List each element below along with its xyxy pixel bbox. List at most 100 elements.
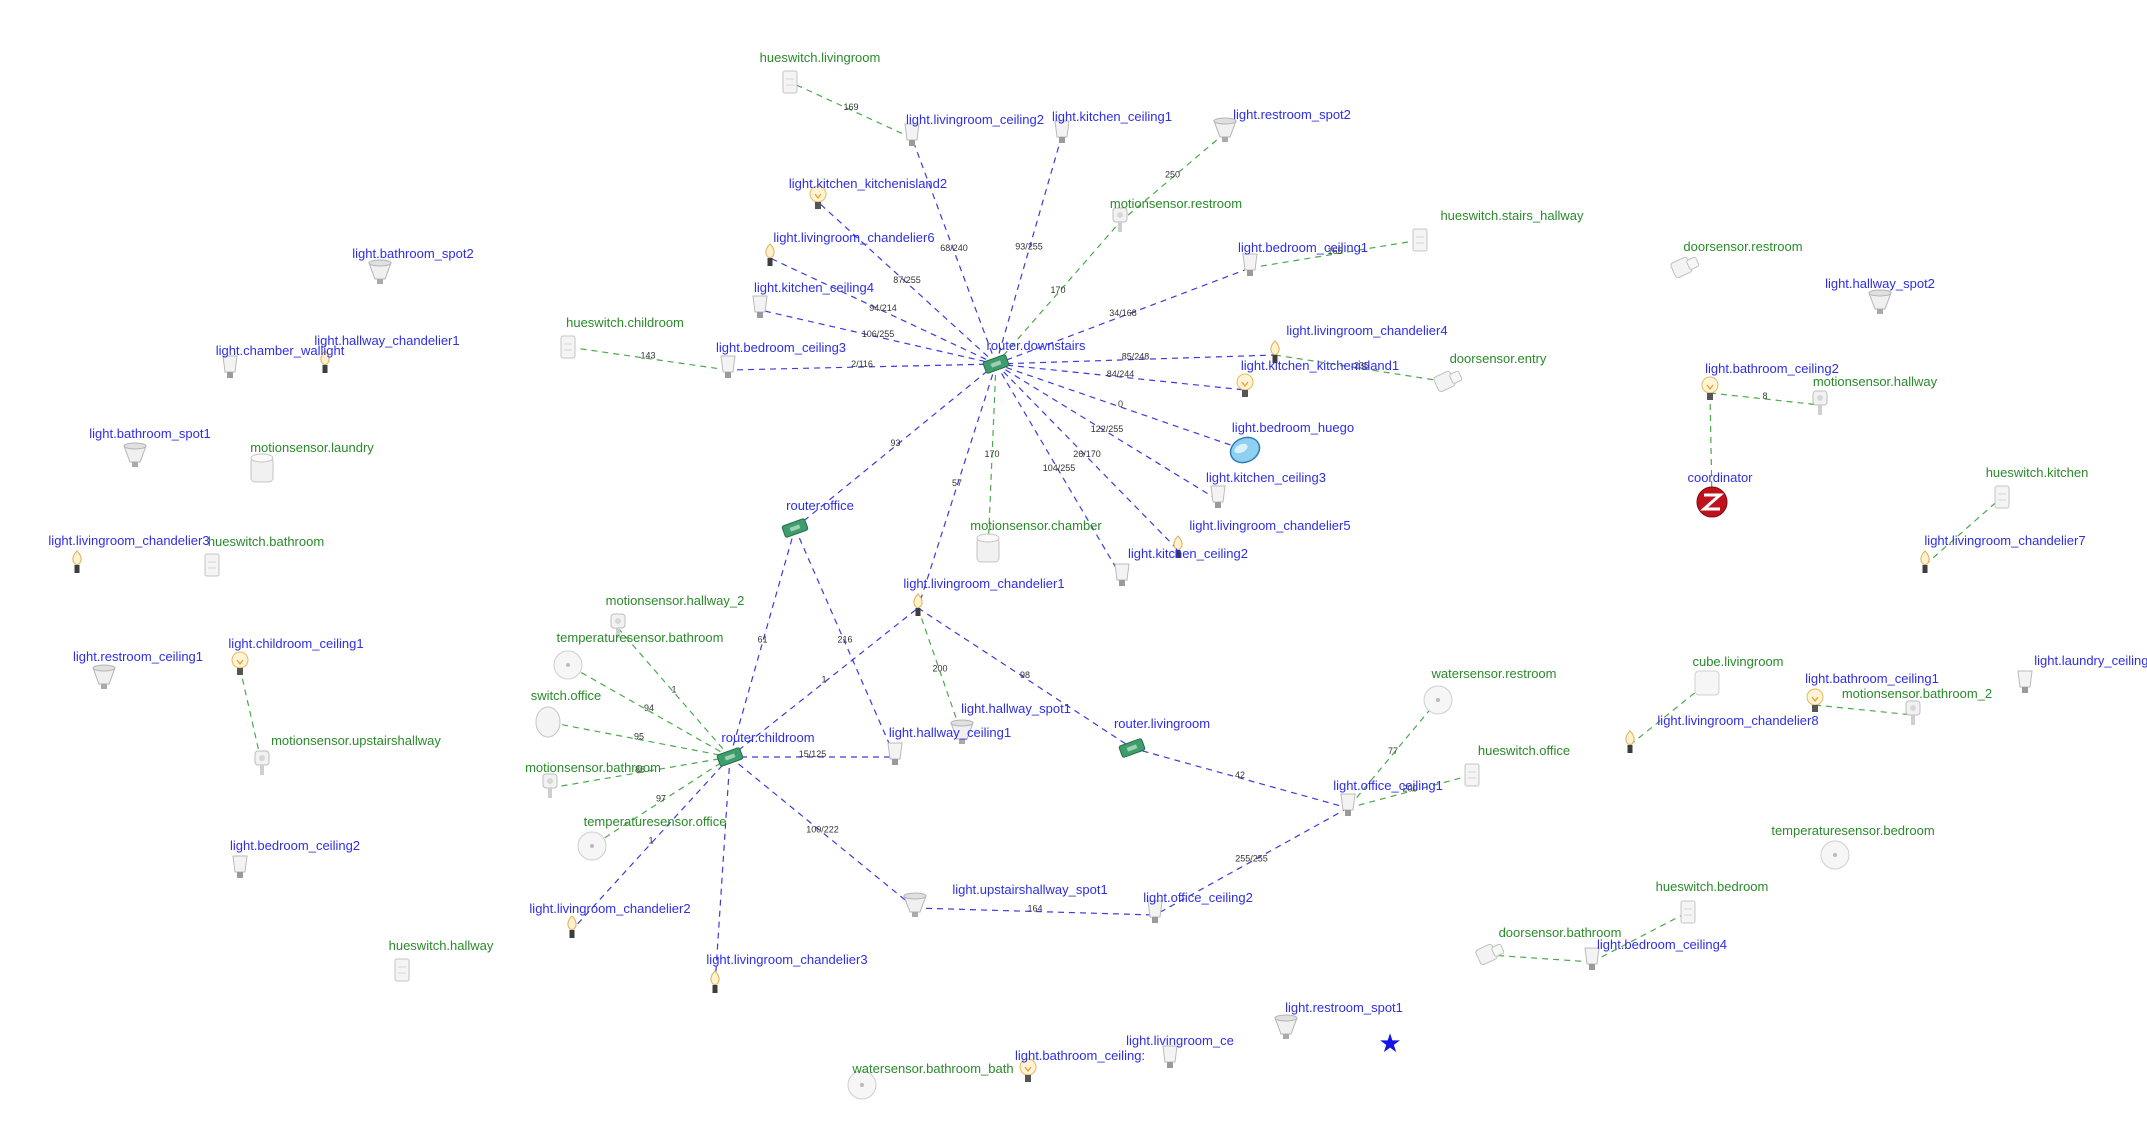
graph-node-motionsensor-bathroom[interactable]: motionsensor.bathroom — [525, 760, 661, 798]
node-label: light.kitchen_kitchenisland2 — [789, 176, 947, 191]
round-icon — [577, 831, 607, 861]
graph-node-light-livingroom-chandelier3[interactable]: light.livingroom_chandelier3 — [48, 533, 210, 573]
graph-node-doorsensor-restroom[interactable]: doorsensor.restroom — [1670, 239, 1803, 279]
graph-node-temperaturesensor-bathroom[interactable]: temperaturesensor.bathroom — [553, 630, 724, 680]
graph-node-motionsensor-hallway[interactable]: motionsensor.hallway — [1812, 374, 1938, 415]
edge-label: 87/255 — [893, 275, 921, 285]
graph-node-light-laundry-ceiling1[interactable]: light.laundry_ceiling1 — [2017, 653, 2147, 693]
edge-line — [1249, 239, 1421, 269]
graph-node-motionsensor-hallway-2[interactable]: motionsensor.hallway_2 — [606, 593, 745, 638]
graph-node-router-childroom[interactable]: router.childroom — [716, 730, 815, 767]
graph-node-light-livingroom-chandelier3[interactable]: light.livingroom_chandelier3 — [706, 952, 868, 993]
graph-node-light-bedroom-ceiling4[interactable]: light.bedroom_ceiling4 — [1584, 937, 1727, 970]
graph-node-doorsensor-bathroom[interactable]: doorsensor.bathroom — [1475, 925, 1622, 966]
node-label: light.bathroom_spot1 — [89, 426, 210, 441]
graph-node-light-bathroom-ceiling2[interactable]: light.bathroom_ceiling2 — [1701, 361, 1839, 400]
graph-node-light-bathroom-spot1[interactable]: light.bathroom_spot1 — [89, 426, 211, 467]
edge-label: 164 — [1027, 904, 1042, 914]
graph-node-light-livingroom-chandelier1[interactable]: light.livingroom_chandelier1 — [903, 576, 1065, 616]
node-label: hueswitch.childroom — [566, 315, 684, 330]
graph-node-light-bathroom-ceiling1[interactable]: light.bathroom_ceiling1 — [1805, 671, 1939, 712]
graph-node-light-livingroom-chandelier5[interactable]: light.livingroom_chandelier5 — [1173, 518, 1351, 558]
edge-line — [995, 267, 1251, 365]
graph-node-light-office-ceiling2[interactable]: light.office_ceiling2 — [1143, 890, 1253, 923]
graph-node-hueswitch-bedroom[interactable]: hueswitch.bedroom — [1656, 879, 1769, 924]
graph-node-hueswitch-childroom[interactable]: hueswitch.childroom — [560, 315, 684, 359]
spot-icon — [123, 442, 147, 467]
graph-node-hueswitch-hallway[interactable]: hueswitch.hallway — [389, 938, 494, 982]
graph-node-light-kitchen-kitchenisland2[interactable]: light.kitchen_kitchenisland2 — [789, 176, 947, 209]
graph-node-hueswitch-bathroom[interactable]: hueswitch.bathroom — [204, 534, 324, 577]
graph-node-light-bedroom-huego[interactable]: light.bedroom_huego — [1226, 420, 1354, 467]
graph-node-hueswitch-kitchen[interactable]: hueswitch.kitchen — [1986, 465, 2089, 509]
graph-node-coordinator[interactable]: coordinator — [1687, 470, 1753, 518]
graph-node-motionsensor-chamber[interactable]: motionsensor.chamber — [970, 518, 1102, 563]
edge-line — [729, 607, 919, 758]
graph-node-light-hallway-spot1[interactable]: light.hallway_spot1 — [950, 701, 1071, 744]
edge: 250 — [1119, 132, 1226, 223]
graph-node-light-bedroom-ceiling3[interactable]: light.bedroom_ceiling3 — [716, 340, 846, 378]
edge-label: 42 — [1235, 770, 1245, 780]
graph-node-light-kitchen-kitchenisland1[interactable]: light.kitchen_kitchenisland1 — [1236, 358, 1399, 397]
switch-icon — [1994, 485, 2010, 509]
node-label: switch.office — [531, 688, 602, 703]
graph-node-light-livingroom-chandelier8[interactable]: light.livingroom_chandelier8 — [1625, 713, 1819, 753]
edge-label: 165 — [1327, 246, 1342, 256]
graph-node-doorsensor-entry[interactable]: doorsensor.entry — [1433, 351, 1547, 393]
graph-node-light-kitchen-ceiling2[interactable]: light.kitchen_ceiling2 — [1114, 546, 1248, 586]
graph-node-motionsensor-bathroom-2[interactable]: motionsensor.bathroom_2 — [1842, 686, 1992, 725]
spot-icon — [950, 719, 974, 744]
graph-node-hueswitch-office[interactable]: hueswitch.office — [1464, 743, 1570, 787]
graph-node-temperaturesensor-office[interactable]: temperaturesensor.office — [577, 814, 726, 861]
graph-node-hueswitch-stairs-hallway[interactable]: hueswitch.stairs_hallway — [1412, 208, 1584, 252]
graph-node-light-livingroom-ceiling1[interactable]: light.livingroom_ce — [1126, 1033, 1234, 1068]
graph-node-light-livingroom-chandelier6[interactable]: light.livingroom_chandelier6 — [765, 230, 935, 266]
edge: 57 — [917, 363, 997, 609]
graph-node-light-restroom-spot2[interactable]: light.restroom_spot2 — [1213, 107, 1351, 142]
graph-node-light-bedroom-ceiling2[interactable]: light.bedroom_ceiling2 — [230, 838, 360, 878]
graph-node-watersensor-bathroom-bathtub[interactable]: watersensor.bathroom_bath — [847, 1061, 1014, 1100]
node-label: watersensor.restroom — [1431, 666, 1557, 681]
graph-node-temperaturesensor-bedroom[interactable]: temperaturesensor.bedroom — [1771, 823, 1935, 870]
graph-node-cube-livingroom[interactable]: cube.livingroom — [1692, 654, 1784, 696]
graph-node-light-kitchen-ceiling1[interactable]: light.kitchen_ceiling1 — [1052, 109, 1172, 143]
bulb-icon — [1054, 120, 1070, 143]
graph-node-motionsensor-restroom[interactable]: motionsensor.restroom — [1110, 196, 1242, 232]
graph-node-light-restroom-ceiling1[interactable]: light.restroom_ceiling1 — [73, 649, 203, 689]
graph-node-light-childroom-ceiling1[interactable]: light.childroom_ceiling1 — [228, 636, 364, 675]
edge-line — [995, 134, 1063, 365]
graph-node-light-livingroom-chandelier4[interactable]: light.livingroom_chandelier4 — [1270, 323, 1448, 363]
graph-node-light-hallway-chandelier1[interactable]: light.hallway_chandelier1 — [314, 333, 460, 373]
node-label: hueswitch.bedroom — [1656, 879, 1769, 894]
graph-node-motionsensor-upstairshallway[interactable]: motionsensor.upstairshallway — [254, 733, 441, 775]
graph-node-light-kitchen-ceiling4[interactable]: light.kitchen_ceiling4 — [752, 280, 874, 318]
graph-node-motionsensor-laundry[interactable]: motionsensor.laundry — [250, 440, 374, 483]
edge-label: 235 — [1354, 361, 1369, 371]
node-label: temperaturesensor.bathroom — [557, 630, 724, 645]
graph-node-light-hallway-spot2[interactable]: light.hallway_spot2 — [1825, 276, 1935, 314]
graph-node-light-livingroom-chandelier7[interactable]: light.livingroom_chandelier7 — [1920, 533, 2086, 573]
graph-node-light-chamber-wallight[interactable]: light.chamber_wallight — [216, 343, 345, 378]
graph-node-light-hallway-ceiling1[interactable]: light.hallway_ceiling1 — [887, 725, 1011, 765]
graph-node-light-kitchen-ceiling3[interactable]: light.kitchen_ceiling3 — [1206, 470, 1326, 508]
graph-node-hueswitch-livingroom[interactable]: hueswitch.livingroom — [760, 50, 881, 94]
graph-node-router-office[interactable]: router.office — [781, 498, 854, 538]
graph-node-light-restroom-spot1[interactable]: light.restroom_spot1 — [1274, 1000, 1403, 1039]
graph-node-watersensor-restroom[interactable]: watersensor.restroom — [1423, 666, 1557, 715]
graph-node-light-bathroom-ceiling3[interactable]: light.bathroom_ceiling: — [1015, 1048, 1145, 1082]
sensor-icon — [1112, 207, 1128, 232]
graph-node-router-livingroom[interactable]: router.livingroom — [1114, 716, 1210, 758]
graph-node-router-downstairs[interactable]: router.downstairs — [982, 338, 1086, 374]
candle-icon — [72, 550, 82, 573]
graph-node-light-bedroom-ceiling1[interactable]: light.bedroom_ceiling1 — [1238, 240, 1368, 276]
graph-node-light-bathroom-spot2[interactable]: light.bathroom_spot2 — [352, 246, 474, 284]
graph-node-light-office-ceiling1[interactable]: light.office_ceiling1 — [1333, 778, 1443, 816]
spot-icon — [92, 664, 116, 689]
graph-node-light-upstairshallway-spot1[interactable]: light.upstairshallway_spot1 — [903, 882, 1108, 917]
node-label: light.livingroom_chandelier3 — [706, 952, 867, 967]
graph-node-light-livingroom-chandelier2[interactable]: light.livingroom_chandelier2 — [529, 901, 691, 938]
graph-node-light-livingroom-ceiling2[interactable]: light.livingroom_ceiling2 — [904, 112, 1044, 146]
edge-line — [1119, 132, 1226, 223]
graph-node-switch-office[interactable]: switch.office — [531, 688, 602, 738]
